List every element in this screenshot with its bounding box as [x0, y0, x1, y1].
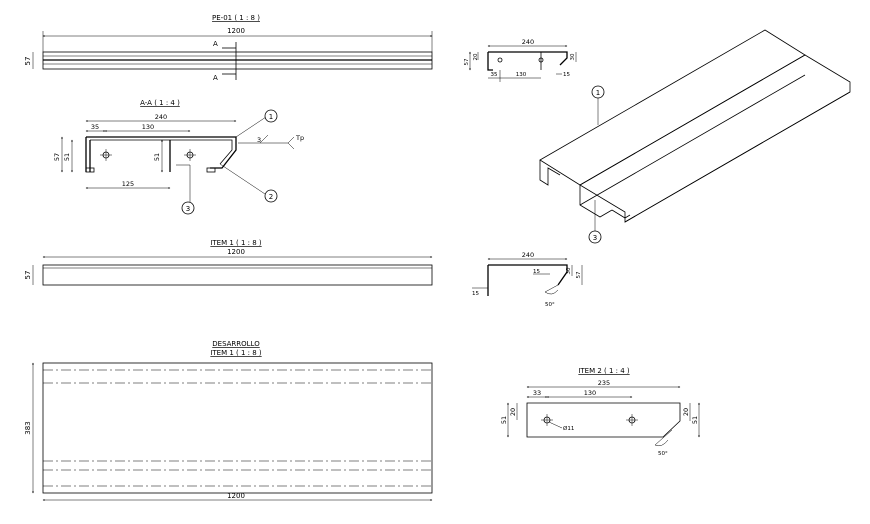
pe01-section-mark-bottom: A: [213, 74, 218, 82]
svg-text:20: 20: [682, 408, 690, 416]
svg-text:50°: 50°: [545, 302, 555, 308]
view-section-aa: A-A ( 1 : 4 ) 240 35 130 57 51 51 125 3 …: [53, 99, 304, 215]
pe01-length-label: 1200: [227, 27, 245, 35]
svg-text:57: 57: [53, 153, 61, 161]
svg-text:2: 2: [269, 193, 273, 201]
development-subtitle: ITEM 1 ( 1 : 8 ): [210, 349, 262, 357]
svg-text:50°: 50°: [658, 451, 668, 457]
svg-text:20: 20: [509, 408, 517, 416]
svg-text:235: 235: [598, 379, 610, 387]
iso-top-face: [539, 29, 806, 186]
item1-height-label: 57: [24, 271, 32, 280]
iso-balloon-3: [588, 230, 602, 244]
svg-text:51: 51: [153, 153, 161, 161]
svg-text:51: 51: [500, 416, 508, 424]
svg-text:3: 3: [593, 234, 597, 242]
section-aa-profile: [85, 136, 237, 172]
svg-text:240: 240: [522, 38, 534, 46]
svg-text:30: 30: [566, 267, 572, 274]
svg-text:33: 33: [533, 389, 541, 397]
svg-text:125: 125: [122, 180, 134, 188]
svg-text:30: 30: [570, 53, 576, 60]
svg-text:240: 240: [522, 251, 534, 259]
svg-text:Ø11: Ø11: [563, 425, 574, 432]
svg-text:57: 57: [576, 271, 582, 278]
view-isometric: 1 3: [539, 29, 851, 244]
svg-text:1: 1: [596, 89, 600, 97]
development-title: DESARROLLO: [212, 340, 260, 348]
svg-text:1: 1: [269, 113, 273, 121]
view-item2: ITEM 2 ( 1 : 4 ) 235 33 130 Ø11 51 20 20…: [500, 367, 700, 457]
pe01-title: PE-01 ( 1 : 8 ): [212, 14, 260, 22]
pe01-height-label: 57: [24, 57, 32, 66]
svg-text:240: 240: [155, 113, 167, 121]
svg-text:20: 20: [473, 53, 479, 60]
development-outline: [42, 362, 433, 494]
svg-text:130: 130: [584, 389, 596, 397]
view-item1-profile: 240 15 15 30 57 50°: [472, 251, 583, 308]
view-item1: ITEM 1 ( 1 : 8 ) 1200 57: [24, 239, 433, 286]
svg-text:51: 51: [691, 416, 699, 424]
view-top-profile-detail: 240 57 20 30 35 130 15: [464, 38, 577, 82]
svg-text:3: 3: [186, 205, 190, 213]
view-development: DESARROLLO ITEM 1 ( 1 : 8 ) 383 1200: [24, 340, 433, 501]
svg-text:35: 35: [491, 72, 498, 78]
item2-title: ITEM 2 ( 1 : 4 ): [578, 367, 630, 375]
balloon-2: [264, 189, 278, 203]
development-length-label: 1200: [227, 492, 245, 500]
svg-text:51: 51: [63, 153, 71, 161]
svg-text:57: 57: [464, 58, 470, 65]
iso-balloon-1: [591, 85, 605, 99]
development-width-label: 383: [24, 421, 32, 434]
svg-text:35: 35: [91, 123, 99, 131]
svg-text:15: 15: [472, 291, 479, 297]
section-aa-title: A-A ( 1 : 4 ): [140, 99, 180, 107]
item1-length-label: 1200: [227, 248, 245, 256]
weld-symbol: Tp: [295, 134, 304, 142]
svg-text:130: 130: [142, 123, 154, 131]
svg-text:130: 130: [516, 72, 527, 78]
item1-title: ITEM 1 ( 1 : 8 ): [210, 239, 262, 247]
weld-thickness: 3: [257, 136, 261, 144]
balloon-1: [264, 109, 278, 123]
view-pe01: PE-01 ( 1 : 8 ) 1200 57 A A: [24, 14, 433, 82]
svg-text:15: 15: [563, 72, 570, 78]
item1-outline: [42, 264, 433, 286]
svg-text:15: 15: [533, 269, 540, 275]
balloon-3: [181, 201, 195, 215]
pe01-section-mark-top: A: [213, 40, 218, 48]
item2-outline: [526, 402, 681, 438]
